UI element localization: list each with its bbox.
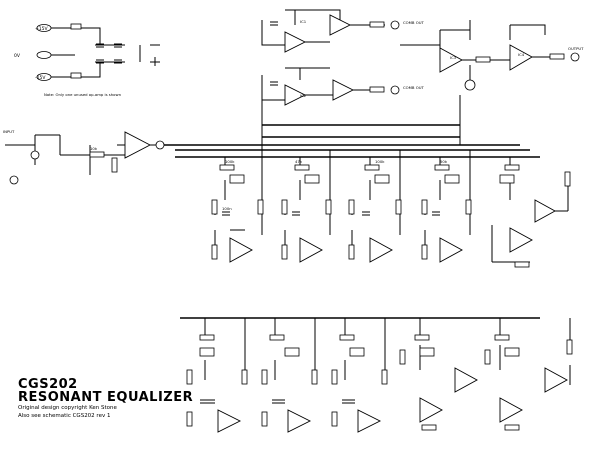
credit-line-1: Original design copyright Ken Stone (18, 405, 117, 411)
opamp-band-5a (534, 199, 556, 223)
opamp-comb-2 (329, 14, 352, 36)
opamp-band-7 (287, 409, 312, 433)
power-legend: +15V 0V -15V Note: Only one unused op-am… (14, 23, 160, 97)
opamp-mixer (439, 47, 463, 73)
band-9 (399, 318, 478, 431)
band-7 (261, 318, 318, 433)
opamp-band-10a (544, 367, 568, 393)
pot-band-9 (419, 347, 435, 357)
power-label-gnd: 0V (14, 53, 21, 59)
opamp-band-9a (454, 367, 478, 393)
input-label: INPUT (3, 129, 15, 134)
opamp-band-4 (439, 237, 463, 263)
input-jack (30, 150, 40, 160)
pot-band-1 (229, 174, 245, 184)
opamp-band-5b (509, 227, 533, 253)
opamp-output (509, 44, 533, 71)
opamp-band-1 (229, 237, 253, 263)
band-row-2 (180, 317, 573, 433)
opamp-comb-4 (332, 79, 355, 101)
ic-label-2: IC2 (300, 93, 307, 98)
band-1 (211, 145, 264, 263)
input-stage: INPUT (3, 129, 165, 185)
pot-band-3 (374, 174, 390, 184)
band-8 (331, 318, 388, 433)
pot-band-8 (349, 347, 365, 357)
power-label-pos: +15V (35, 26, 48, 32)
credit-line-2: Also see schematic CGS202 rev 1 (18, 413, 111, 419)
comb-out-jack-2 (390, 85, 400, 95)
comb-out-label-1: COMB OUT (403, 20, 424, 25)
pot-band-10 (504, 347, 520, 357)
module-number: CGS202 (18, 377, 78, 392)
band-6 (186, 318, 248, 433)
pot-band-2 (304, 174, 320, 184)
band-10 (484, 318, 573, 431)
band-row-1 (211, 145, 571, 268)
pot-label-1: 100k (375, 159, 385, 164)
cap-label-1: 100n (222, 206, 232, 211)
pot-band-7 (284, 347, 300, 357)
power-note: Note: Only one unused op-amp is shown (44, 92, 122, 97)
opamp-comb-3 (284, 84, 307, 106)
ic-label-4: IC4 (518, 52, 525, 57)
signal-buses (164, 95, 540, 158)
output-jack (570, 52, 580, 62)
opamp-band-9b (419, 397, 443, 423)
opamp-band-6 (217, 409, 242, 433)
module-name: RESONANT EQUALIZER (18, 390, 194, 405)
band-4 (421, 150, 472, 263)
power-connector-gnd (36, 51, 52, 59)
pot-label-2: 50k (440, 159, 448, 164)
opamp-band-2 (299, 237, 323, 263)
output-label: OUTPUT (568, 46, 584, 51)
comb-out-label-2: COMB OUT (403, 85, 424, 90)
ic-label-3: IC3 (450, 55, 457, 60)
opamp-input (124, 131, 151, 159)
power-label-neg: -15V (35, 75, 46, 81)
ic-label-1: IC1 (300, 19, 307, 24)
comb-out-jack-1 (390, 20, 400, 30)
band-5 (491, 157, 571, 268)
band-3 (348, 150, 402, 263)
opamp-band-8 (357, 409, 382, 433)
component-labels: IC1 IC2 IC3 IC4 10k 100k 47k 100n 100k 5… (90, 19, 525, 211)
opamp-comb-1 (284, 31, 307, 53)
resistor-label-3: 47k (295, 159, 303, 164)
aux-jack (9, 175, 19, 185)
opamp-band-3 (369, 237, 393, 263)
pot-band-6 (199, 347, 215, 357)
title-block: CGS202 RESONANT EQUALIZER Original desig… (18, 378, 193, 420)
opamp-band-10b (499, 397, 523, 423)
resistor-label-2: 100k (225, 159, 235, 164)
comb-out-section: COMB OUT COMB OUT OUTPUT (261, 9, 584, 106)
resistor-label-1: 10k (90, 146, 98, 151)
band-2 (281, 150, 332, 263)
pot-band-5 (499, 174, 515, 184)
pot-band-4 (444, 174, 460, 184)
